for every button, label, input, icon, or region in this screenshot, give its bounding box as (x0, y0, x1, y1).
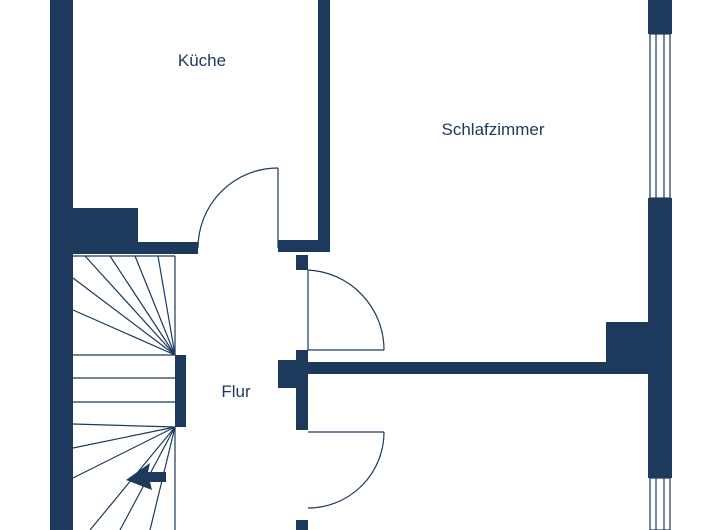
arrow-icon (126, 463, 166, 490)
stair-wall (175, 355, 186, 427)
room-label-hall: Flur (221, 382, 251, 401)
hall-wall-bottom (296, 520, 308, 530)
window-bedroom (649, 33, 671, 199)
hall-wall-stub (278, 360, 298, 388)
hall-wall-top (296, 255, 308, 270)
bedroom-wall-block (606, 322, 648, 362)
lower-door-swing (307, 431, 385, 509)
window-lower (649, 477, 671, 530)
room-label-kitchen: Küche (178, 51, 226, 70)
staircase (72, 255, 176, 530)
hall-wall-mid (296, 350, 308, 430)
kitchen-wall-block (73, 208, 138, 254)
bedroom-door-swing (307, 269, 385, 351)
outer-wall-left (50, 0, 73, 530)
outer-wall-right-mid (648, 198, 672, 478)
room-label-bedroom: Schlafzimmer (442, 120, 545, 139)
bedroom-wall-bottom (308, 362, 648, 374)
outer-wall-right-top (648, 0, 672, 34)
kitchen-wall-bottom (138, 242, 198, 254)
kitchen-door-swing (197, 167, 279, 249)
kitchen-wall-corner (278, 240, 330, 252)
kitchen-wall-right (318, 0, 330, 252)
